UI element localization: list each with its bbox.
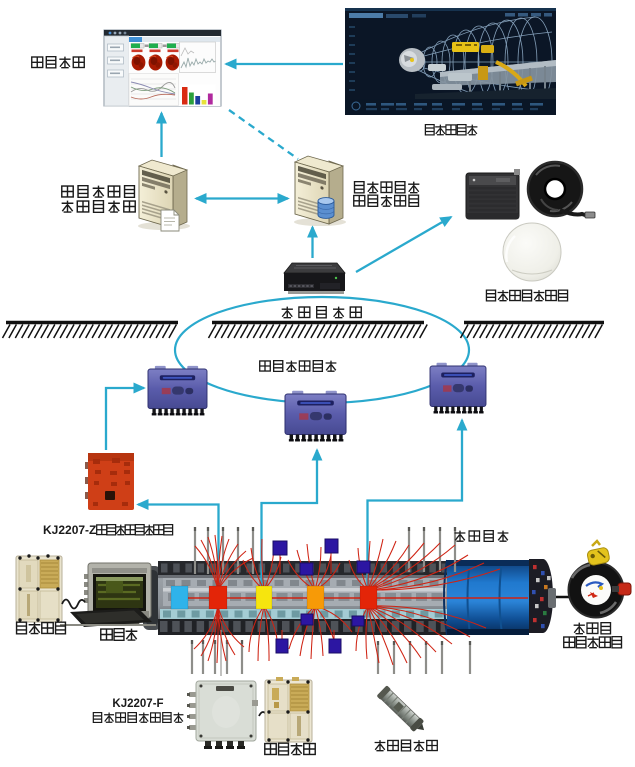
svg-text:KJ2207-Z: KJ2207-Z [43,523,96,537]
svg-text:KJ2207-F: KJ2207-F [112,698,163,710]
